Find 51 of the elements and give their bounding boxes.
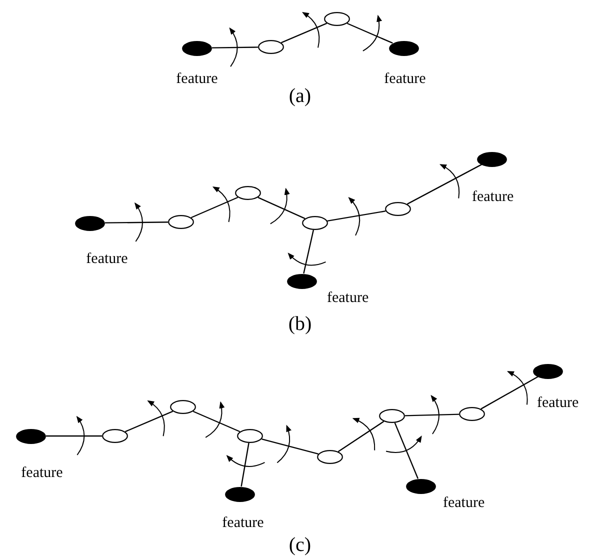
link-line (192, 410, 240, 432)
open-ellipse (258, 40, 284, 54)
panel-label: (c) (288, 535, 312, 555)
open-ellipse (302, 216, 328, 230)
link-line (46, 435, 102, 437)
open-ellipse (385, 202, 411, 216)
link-line (338, 420, 384, 452)
open-ellipse (168, 215, 194, 229)
panel-label: (b) (288, 314, 312, 334)
open-ellipse (170, 400, 196, 414)
open-ellipse (324, 12, 350, 26)
feature-label: feature (86, 252, 128, 267)
feature-label: feature (472, 190, 514, 205)
link-line (190, 196, 238, 218)
open-ellipse (459, 407, 485, 421)
filled-ellipse (477, 152, 507, 166)
open-ellipse (317, 450, 343, 464)
link-line (212, 46, 258, 48)
filled-ellipse (75, 216, 105, 230)
filled-ellipse (225, 486, 255, 502)
open-ellipse (102, 429, 128, 443)
feature-label: feature (222, 516, 264, 531)
link-line (480, 376, 538, 410)
panel-label: (a) (288, 86, 312, 106)
filled-ellipse (389, 40, 419, 56)
link-line (262, 438, 318, 455)
feature-label: feature (21, 466, 63, 481)
link-line (406, 164, 482, 205)
feature-label: feature (176, 72, 218, 87)
feature-label: feature (443, 496, 485, 511)
link-line (346, 22, 393, 44)
filled-ellipse (406, 478, 436, 494)
link-line (404, 414, 460, 416)
link-line (258, 196, 306, 220)
filled-ellipse (16, 428, 46, 444)
filled-ellipse (287, 274, 317, 288)
feature-label: feature (537, 396, 579, 411)
open-ellipse (379, 409, 405, 423)
link-line (303, 230, 314, 274)
feature-label: feature (327, 291, 369, 306)
link-line (280, 22, 328, 44)
feature-label: feature (384, 72, 426, 87)
link-line (240, 442, 250, 487)
link-line (394, 422, 418, 479)
open-ellipse (237, 429, 263, 443)
filled-ellipse (182, 40, 212, 56)
link-line (327, 210, 386, 222)
filled-ellipse (533, 364, 563, 378)
link-line (124, 410, 174, 432)
link-line (104, 222, 168, 224)
open-ellipse (235, 186, 261, 200)
